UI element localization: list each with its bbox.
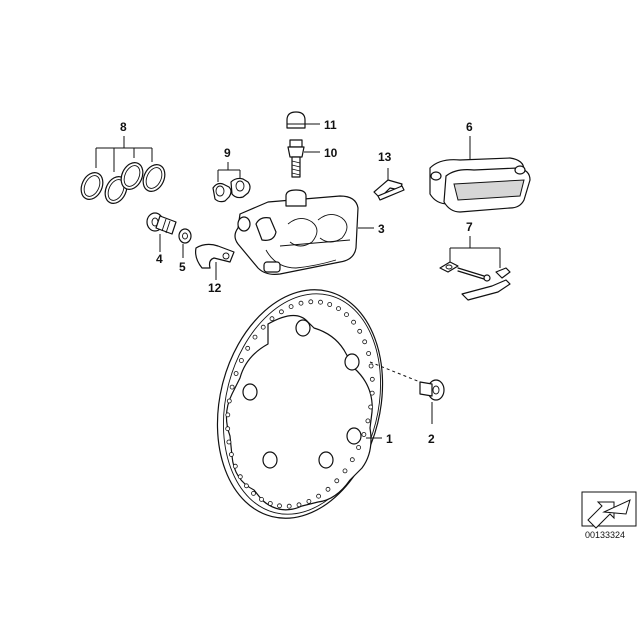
disc-perforation-hole	[229, 384, 235, 390]
disc-perforation-hole	[252, 334, 258, 340]
part-2-disc-bolt	[369, 361, 445, 401]
disc-perforation-hole	[225, 426, 231, 432]
disc-mount-holes	[242, 319, 362, 469]
part-1-brake-disc	[216, 289, 384, 519]
disc-perforation-hole	[286, 503, 292, 509]
disc-perforation-hole	[344, 312, 349, 318]
disc-perforation-hole	[368, 404, 374, 410]
part-12-bracket-plate	[195, 243, 235, 269]
part-6-brake-pads	[429, 157, 531, 213]
part-3-brake-caliper	[234, 189, 359, 275]
disc-perforation-hole	[228, 452, 234, 457]
callout-10: 10	[324, 146, 338, 160]
part-13-spring-clip	[373, 179, 405, 201]
callout-1: 1	[386, 432, 393, 446]
disc-perforation-hole	[277, 503, 282, 509]
disc-perforation-hole	[366, 351, 372, 356]
disc-perforation-hole	[243, 483, 249, 489]
callout-11: 11	[324, 118, 337, 132]
callout-13: 13	[378, 150, 392, 164]
disc-perforation-hole	[260, 324, 266, 330]
disc-perforation-hole	[237, 474, 243, 480]
disc-perforation-hole	[278, 309, 284, 315]
callout-9: 9	[224, 146, 231, 160]
callout-8: 8	[120, 120, 127, 134]
disc-perforation-hole	[334, 478, 340, 484]
part-8-seal-rings	[80, 162, 166, 204]
callout-4: 4	[156, 252, 163, 266]
disc-perforation-hole	[357, 328, 363, 334]
callout-5: 5	[179, 260, 186, 274]
disc-perforation-hole	[225, 412, 231, 418]
disc-perforations	[225, 299, 375, 509]
disc-perforation-hole	[226, 439, 232, 445]
disc-perforation-hole	[288, 304, 294, 310]
disc-perforation-hole	[369, 376, 375, 382]
leader-8	[95, 136, 153, 172]
disc-perforation-hole	[232, 463, 238, 469]
disc-perforation-hole	[336, 306, 341, 312]
callout-6: 6	[466, 120, 473, 134]
leader-9	[217, 162, 241, 182]
part-11-bleeder-cap	[286, 111, 306, 129]
callout-2: 2	[428, 432, 435, 446]
part-10-bleeder-screw	[287, 139, 305, 178]
disc-perforation-hole	[251, 490, 256, 496]
disc-perforation-hole	[365, 418, 371, 424]
callout-12: 12	[208, 281, 222, 295]
disc-perforation-hole	[369, 390, 375, 396]
disc-perforation-hole	[245, 345, 251, 351]
disc-perforation-hole	[298, 300, 304, 306]
leader-7	[449, 236, 501, 268]
disc-perforation-hole	[327, 302, 333, 307]
disc-perforation-hole	[306, 498, 312, 504]
part-4-caliper-bolt	[146, 212, 177, 235]
disc-perforation-hole	[361, 432, 367, 437]
disc-perforation-hole	[351, 319, 357, 325]
disc-perforation-hole	[267, 501, 273, 506]
disc-perforation-hole	[296, 502, 302, 508]
direction-arrow-icon	[581, 491, 637, 529]
part-9-bushings	[212, 177, 251, 203]
callout-7: 7	[466, 220, 473, 234]
part-5-washer	[178, 228, 192, 244]
disc-perforation-hole	[308, 299, 314, 305]
disc-perforation-hole	[368, 363, 374, 369]
disc-perforation-hole	[349, 457, 355, 463]
part-7-pad-pin-kit	[439, 261, 511, 301]
disc-perforation-hole	[325, 486, 331, 492]
callout-3: 3	[378, 222, 385, 236]
disc-perforation-hole	[259, 496, 264, 502]
disc-perforation-hole	[316, 493, 322, 499]
disc-perforation-hole	[226, 398, 232, 404]
disc-perforation-hole	[269, 316, 275, 322]
disc-perforation-hole	[356, 445, 362, 450]
disc-perforation-hole	[362, 339, 368, 345]
disc-perforation-hole	[238, 358, 244, 363]
diagram-code: 00133324	[585, 530, 625, 540]
disc-perforation-hole	[233, 371, 239, 376]
disc-perforation-hole	[318, 299, 323, 305]
disc-perforation-hole	[342, 468, 348, 474]
